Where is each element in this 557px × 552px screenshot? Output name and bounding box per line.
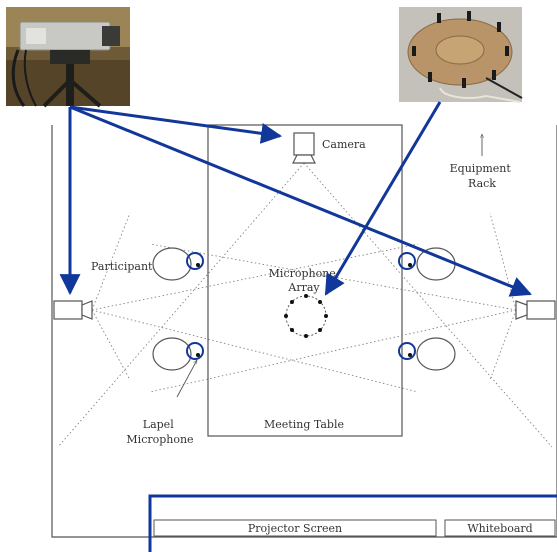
participant-head <box>416 247 456 281</box>
meeting-table <box>207 124 403 437</box>
array-photo <box>399 7 523 103</box>
microphone-array-label: Microphone Array <box>269 267 340 294</box>
participant-head <box>416 337 456 371</box>
participant-head <box>152 337 192 371</box>
equipment-rack-line-1: Equipment <box>450 162 512 175</box>
equipment-rack-label: Equipment Rack <box>450 162 515 190</box>
camera-fields-of-view <box>57 162 553 448</box>
whiteboard-label: Whiteboard <box>467 522 532 535</box>
participants <box>152 247 456 371</box>
lapel-microphone <box>186 252 204 270</box>
arrow-to-right-camera <box>69 105 532 297</box>
meeting-table-label: Meeting Table <box>264 418 344 431</box>
lapel-line-2: Microphone <box>126 433 193 446</box>
lapel-microphone <box>398 252 416 270</box>
lapel-microphone-label: Lapel Microphone <box>126 418 193 446</box>
lapel-pointer-line <box>176 360 198 398</box>
camera-label: Camera <box>322 138 366 151</box>
participant-head <box>152 247 192 281</box>
arrow-to-microphone-array <box>324 101 442 296</box>
microphone-array <box>284 294 328 338</box>
arrow-to-camera <box>69 105 283 144</box>
projector-screen <box>153 519 437 537</box>
callout-arrows <box>59 101 557 552</box>
right-camera-icon <box>515 300 556 320</box>
lapel-microphone <box>186 342 204 360</box>
left-camera-icon <box>53 300 93 320</box>
camera-photo <box>6 7 130 108</box>
room-outline <box>51 125 557 538</box>
lapel-microphones <box>186 252 416 360</box>
participant-label: Participant <box>91 260 153 273</box>
bottom-callout-line <box>148 494 557 552</box>
microphone-array-line-1: Microphone <box>269 267 336 280</box>
camera-icon <box>292 132 316 164</box>
equipment-rack-line-2: Rack <box>468 177 496 190</box>
lapel-line-1: Lapel <box>143 418 174 431</box>
lapel-microphone <box>398 342 416 360</box>
projector-screen-label: Projector Screen <box>248 522 342 535</box>
whiteboard <box>444 519 556 537</box>
microphone-array-line-2: Array <box>287 281 320 294</box>
